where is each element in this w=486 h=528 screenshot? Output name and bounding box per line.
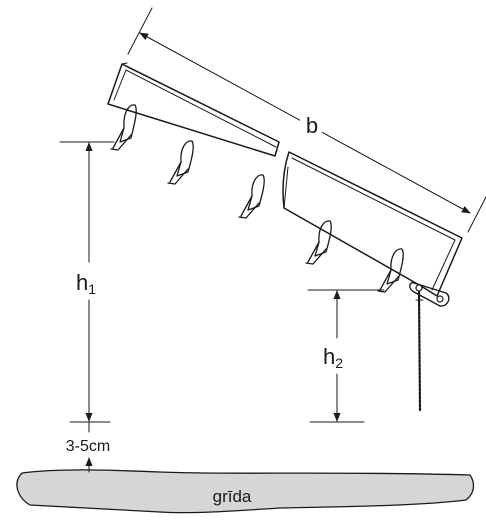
gap-label: 3-5cm: [66, 438, 110, 455]
floor-label: grīda: [213, 487, 252, 506]
height2-dimension: [307, 289, 385, 423]
curtain-hook-3: [238, 174, 265, 219]
height1-label: h1: [76, 270, 96, 297]
curtain-hook-4: [305, 220, 332, 265]
curtain-hook-5: [377, 248, 404, 293]
height2-label: h2: [323, 344, 343, 371]
curtain-hook-1: [110, 104, 137, 151]
curtain-hook-2: [167, 140, 194, 185]
floor: [16, 469, 475, 514]
width-label-bg: [300, 112, 322, 136]
width-label: b: [306, 113, 318, 138]
height1-dimension: [59, 141, 115, 423]
pull-chain: [415, 290, 424, 412]
cord-bracket: [409, 282, 450, 307]
